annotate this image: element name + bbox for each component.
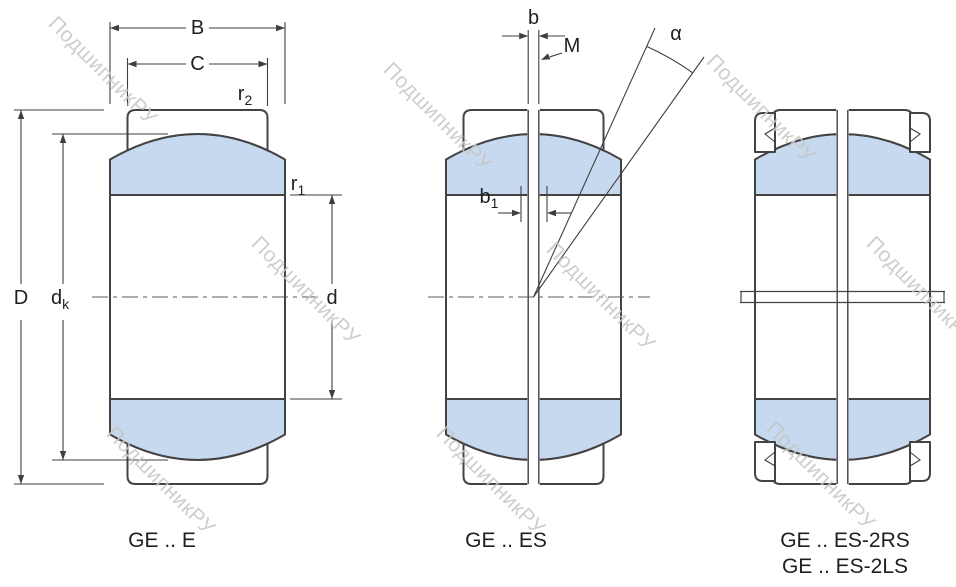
label-d: d <box>326 287 337 309</box>
label-r2: r2 <box>238 83 253 108</box>
caption-ge-es-2rs: GE .. ES-2RS <box>780 529 910 552</box>
diagram-ge-es-2rs: GE .. ES-2RS GE .. ES-2LS <box>740 109 945 578</box>
label-C: C <box>190 53 204 75</box>
caption-ge-es: GE .. ES <box>465 529 547 552</box>
lubrication-groove <box>836 109 849 485</box>
seal-top-left <box>754 112 776 153</box>
label-r1: r1 <box>291 173 306 198</box>
diagram-ge-e: B C r2 r1 <box>14 17 342 552</box>
seal-bottom-left <box>754 441 776 482</box>
misalignment-angle: α <box>532 23 705 298</box>
seals <box>754 112 931 482</box>
caption-ge-e: GE .. E <box>128 529 196 552</box>
label-b: b <box>528 7 539 29</box>
seal-bottom-right <box>909 441 931 482</box>
label-b1: b1 <box>480 186 499 211</box>
dimension-C: C <box>126 53 269 106</box>
seal-bottom-right-lip <box>909 451 921 467</box>
seal-top-left-lip <box>764 127 776 143</box>
dimension-D: D <box>14 109 104 485</box>
label-dk: dk <box>51 287 70 312</box>
seal-top-right-lip <box>909 127 921 143</box>
seal-top-right <box>909 112 931 153</box>
dimension-b: b <box>502 7 565 104</box>
label-B: B <box>191 17 204 39</box>
label-D: D <box>14 287 28 309</box>
bore-center-lines <box>740 290 945 304</box>
seal-bottom-left-lip <box>764 451 776 467</box>
dimension-dk: dk <box>51 133 168 461</box>
caption-ge-es-2ls: GE .. ES-2LS <box>782 555 908 578</box>
dimension-M: M <box>541 35 580 60</box>
dimension-d: d <box>290 194 342 400</box>
diagram-ge-es: b M b1 α <box>428 7 705 552</box>
label-alpha: α <box>670 23 682 45</box>
dimension-B: B <box>109 17 286 104</box>
label-M: M <box>564 35 581 57</box>
dimension-b1: b1 <box>480 186 572 222</box>
